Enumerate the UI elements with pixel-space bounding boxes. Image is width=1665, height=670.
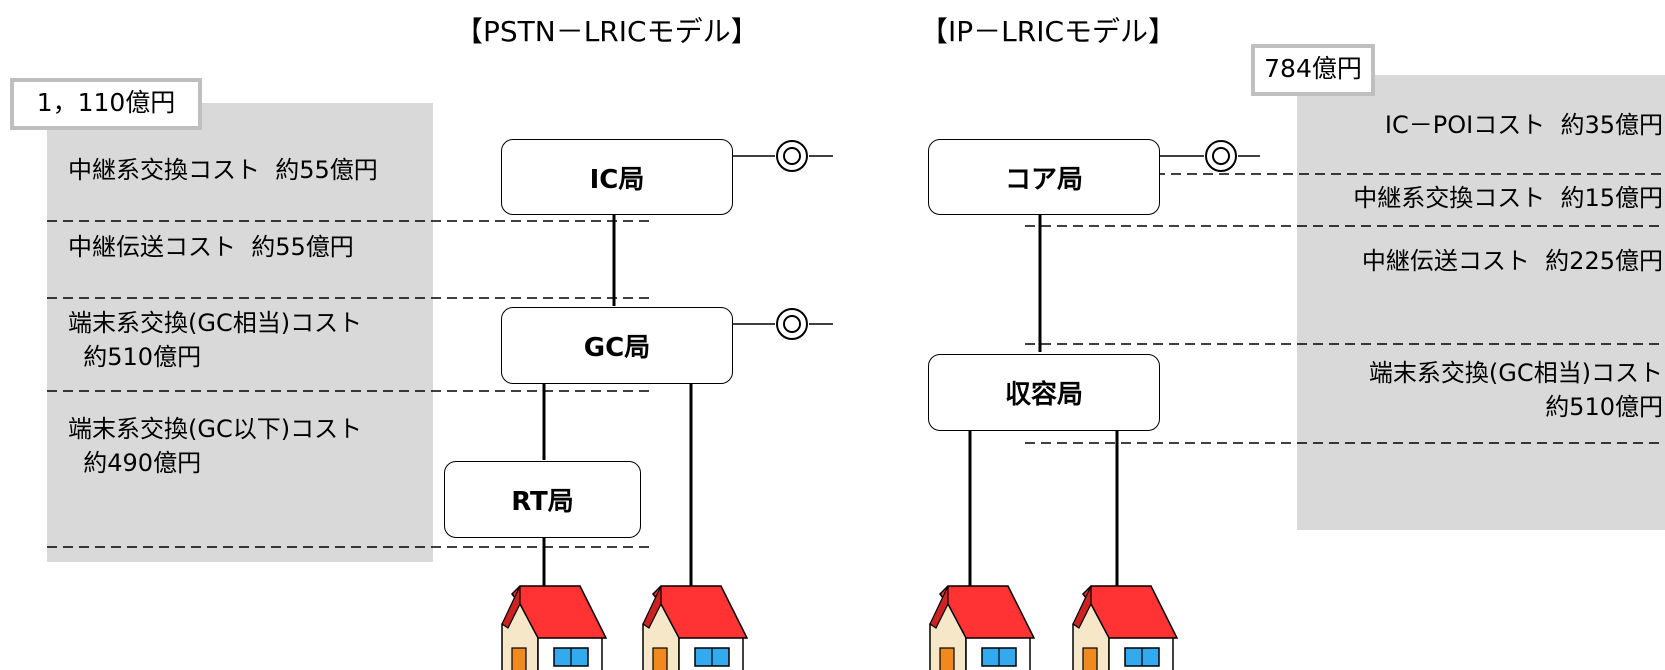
ip-cost-panel bbox=[1297, 75, 1665, 530]
pstn-cost-trunk-switching: 中継系交換コスト 約55億円 bbox=[68, 156, 378, 184]
house-icon bbox=[921, 585, 1043, 670]
ip-cost-trunk-switching: 中継系交換コスト 約15億円 bbox=[1353, 184, 1663, 212]
poi-icon bbox=[776, 308, 808, 340]
pstn-total: 1，110億円 bbox=[10, 78, 202, 130]
ip-total: 784億円 bbox=[1251, 44, 1375, 96]
ip-title: 【IP－LRICモデル】 bbox=[920, 15, 1177, 48]
node-access: 収容局 bbox=[928, 354, 1160, 431]
pstn-cost-panel bbox=[47, 103, 433, 562]
pstn-cost-terminal-gc: 端末系交換(GC相当)コスト 約510億円 bbox=[68, 309, 363, 371]
ip-cost-ic-poi: IC－POIコスト 約35億円 bbox=[1384, 111, 1663, 139]
house-icon bbox=[634, 585, 756, 670]
ip-cost-trunk-transmission: 中継伝送コスト 約225億円 bbox=[1361, 247, 1663, 275]
ip-cost-terminal-gc: 端末系交換(GC相当)コスト 約510億円 bbox=[1368, 359, 1663, 421]
pstn-title: 【PSTN－LRICモデル】 bbox=[455, 15, 759, 48]
house-icon bbox=[1064, 585, 1186, 670]
house-icon bbox=[493, 585, 615, 670]
pstn-cost-terminal-below-gc: 端末系交換(GC以下)コスト 約490億円 bbox=[68, 415, 363, 477]
node-core: コア局 bbox=[928, 139, 1160, 215]
node-ic: IC局 bbox=[501, 139, 733, 215]
pstn-cost-trunk-transmission: 中継伝送コスト 約55億円 bbox=[68, 233, 354, 261]
node-rt: RT局 bbox=[444, 461, 641, 538]
poi-icon bbox=[1205, 140, 1237, 172]
node-gc: GC局 bbox=[501, 307, 733, 384]
poi-icon bbox=[776, 140, 808, 172]
